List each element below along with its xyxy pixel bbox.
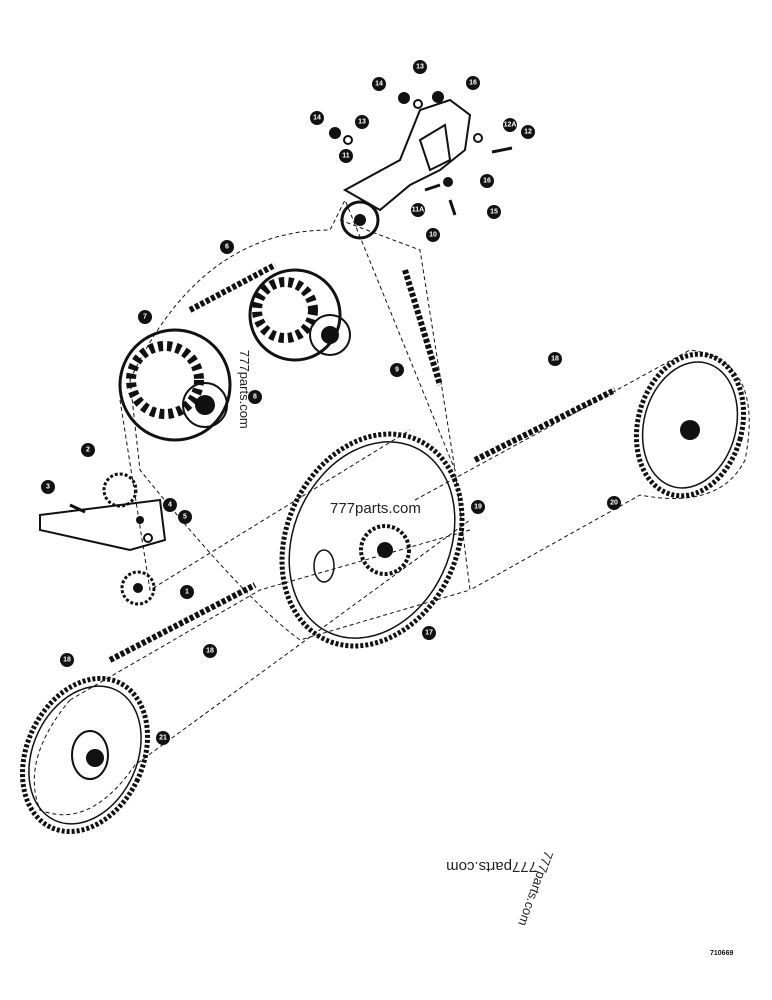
callout-16-right: 16 bbox=[480, 174, 494, 188]
sprocket-20 bbox=[633, 351, 747, 499]
drive-sprocket-assembly bbox=[39, 472, 167, 606]
svg-text:18: 18 bbox=[206, 648, 214, 655]
callout-11: 11 bbox=[339, 149, 353, 163]
svg-text:18: 18 bbox=[63, 657, 71, 664]
callout-15: 15 bbox=[487, 205, 501, 219]
watermark-vertical: 777parts.com bbox=[237, 350, 252, 429]
bracket-hardware bbox=[69, 91, 513, 543]
callout-18-right: 18 bbox=[548, 352, 562, 366]
svg-text:20: 20 bbox=[610, 500, 618, 507]
callout-13-left: 13 bbox=[355, 115, 369, 129]
callout-5: 5 bbox=[178, 510, 192, 524]
callout-6: 6 bbox=[220, 240, 234, 254]
callout-17: 17 bbox=[422, 626, 436, 640]
watermark-upside-down: 777parts.com bbox=[446, 858, 537, 875]
callout-19-right: 19 bbox=[471, 500, 485, 514]
svg-text:12: 12 bbox=[524, 129, 532, 136]
svg-text:19: 19 bbox=[474, 504, 482, 511]
svg-text:7: 7 bbox=[143, 314, 147, 321]
callout-4: 4 bbox=[163, 498, 177, 512]
large-sprocket-17 bbox=[279, 431, 465, 649]
callout-18-left: 18 bbox=[203, 644, 217, 658]
svg-text:3: 3 bbox=[46, 484, 50, 491]
callout-12a: 12A bbox=[503, 118, 517, 132]
callout-14-left: 14 bbox=[310, 111, 324, 125]
callout-1: 1 bbox=[180, 585, 194, 599]
svg-text:16: 16 bbox=[469, 80, 477, 87]
svg-text:6: 6 bbox=[225, 244, 229, 251]
svg-text:15: 15 bbox=[490, 209, 498, 216]
svg-text:17: 17 bbox=[425, 630, 433, 637]
svg-text:5: 5 bbox=[183, 514, 187, 521]
svg-text:21: 21 bbox=[159, 735, 167, 742]
sprocket-21 bbox=[20, 675, 150, 835]
callout-14-top: 14 bbox=[372, 77, 386, 91]
callout-3: 3 bbox=[41, 480, 55, 494]
svg-text:12A: 12A bbox=[504, 122, 517, 129]
svg-text:4: 4 bbox=[168, 502, 172, 509]
callout-9: 9 bbox=[390, 363, 404, 377]
svg-text:13: 13 bbox=[358, 119, 366, 126]
idler-sprocket-bracket bbox=[340, 98, 472, 240]
callout-13-top: 13 bbox=[413, 60, 427, 74]
callout-20: 20 bbox=[607, 496, 621, 510]
callout-7: 7 bbox=[138, 310, 152, 324]
svg-text:14: 14 bbox=[313, 115, 321, 122]
svg-text:8: 8 bbox=[253, 394, 257, 401]
svg-text:16: 16 bbox=[483, 178, 491, 185]
clutch-assembly-upper bbox=[248, 268, 351, 362]
roller-chains bbox=[108, 262, 617, 663]
watermark-center: 777parts.com bbox=[330, 500, 421, 517]
callout-8: 8 bbox=[248, 390, 262, 404]
clutch-assembly-lower bbox=[118, 328, 232, 442]
svg-text:14: 14 bbox=[375, 81, 383, 88]
svg-text:9: 9 bbox=[395, 367, 399, 374]
callout-12: 12 bbox=[521, 125, 535, 139]
callout-21: 21 bbox=[156, 731, 170, 745]
svg-text:11A: 11A bbox=[412, 207, 424, 214]
svg-text:2: 2 bbox=[86, 447, 90, 454]
svg-text:13: 13 bbox=[416, 64, 424, 71]
drawing-number: 710669 bbox=[710, 950, 733, 957]
callout-16-top: 16 bbox=[466, 76, 480, 90]
callout-18-mid: 18 bbox=[60, 653, 74, 667]
callout-2: 2 bbox=[81, 443, 95, 457]
svg-text:18: 18 bbox=[551, 356, 559, 363]
callout-10: 10 bbox=[426, 228, 440, 242]
callout-11a: 11A bbox=[411, 203, 425, 217]
svg-text:1: 1 bbox=[185, 589, 189, 596]
svg-text:10: 10 bbox=[429, 232, 437, 239]
svg-text:11: 11 bbox=[342, 153, 350, 160]
